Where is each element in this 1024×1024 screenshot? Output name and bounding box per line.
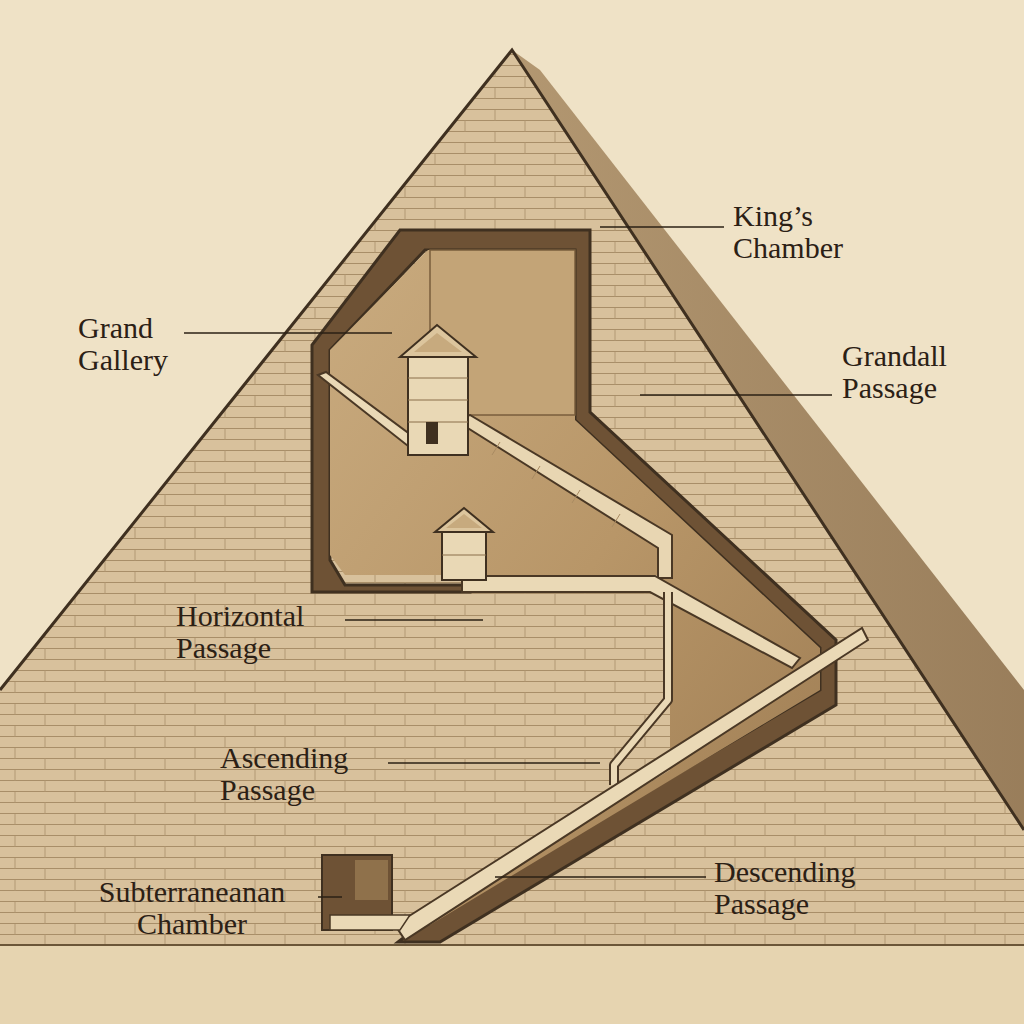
- ground-line: [0, 944, 1024, 946]
- grand-gallery-ramp: [318, 372, 415, 446]
- subterranean-chamber-inner: [355, 860, 388, 900]
- subterranean-passage: [330, 915, 410, 930]
- part-label: Horizontal Passage: [176, 600, 351, 665]
- horizontal-passage: [462, 576, 800, 668]
- part-label: Subterraneanan Chamber: [56, 876, 328, 941]
- part-label: King’s Chamber: [733, 200, 883, 265]
- pyramid-outline: [0, 50, 1024, 830]
- part-label: Grandall Passage: [842, 340, 1012, 405]
- interior-cavity: [312, 230, 836, 942]
- ground: [0, 945, 1024, 1024]
- part-label: Grand Gallery: [78, 312, 208, 377]
- leader-lines: [184, 227, 832, 897]
- lower-chamber-house: [435, 508, 493, 580]
- upper-chamber-house: [400, 325, 476, 455]
- part-label: Ascending Passage: [220, 742, 395, 807]
- pyramid-body: [0, 50, 1024, 945]
- gallery-walkway: [455, 415, 672, 578]
- part-label: Descending Passage: [714, 856, 904, 921]
